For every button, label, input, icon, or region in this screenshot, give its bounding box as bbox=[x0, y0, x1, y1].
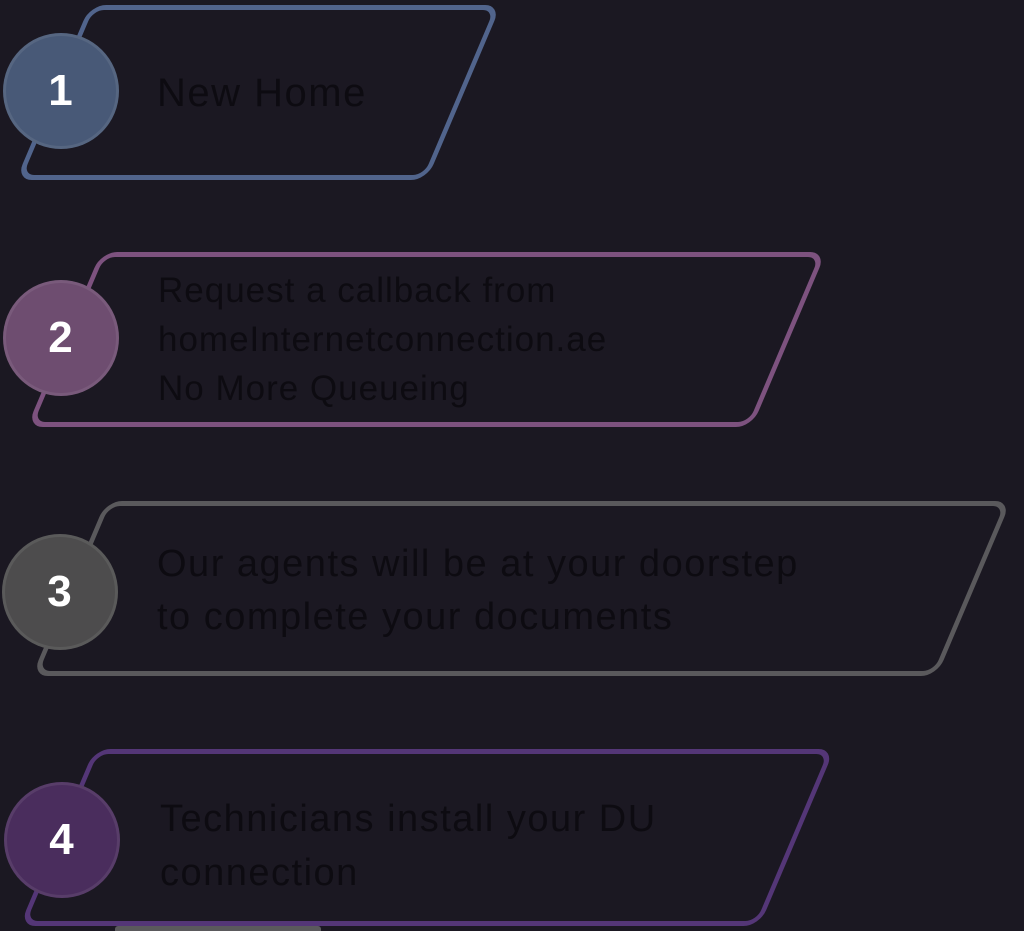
step-2-number-badge: 2 bbox=[3, 280, 119, 396]
step-4-text: Technicians install your DU connection bbox=[160, 792, 657, 900]
step-2-line-3: No More Queueing bbox=[158, 369, 470, 408]
step-3-number: 3 bbox=[47, 567, 73, 616]
bottom-edge-fragment bbox=[115, 926, 321, 931]
step-3-text: Our agents will be at your doorstep to c… bbox=[157, 538, 799, 644]
step-3-line-2: to complete your documents bbox=[157, 596, 674, 638]
step-2-line-2: homeInternetconnection.ae bbox=[158, 320, 608, 359]
step-1-line-1: New Home bbox=[157, 71, 367, 115]
step-1-text: New Home bbox=[157, 68, 367, 118]
step-4-number: 4 bbox=[49, 815, 75, 864]
step-2-line-1: Request a callback from bbox=[158, 271, 557, 310]
step-1-number: 1 bbox=[48, 66, 74, 115]
step-3-line-1: Our agents will be at your doorstep bbox=[157, 543, 799, 585]
step-4-line-2: connection bbox=[160, 852, 359, 894]
step-3-number-badge: 3 bbox=[2, 534, 118, 650]
step-2-text: Request a callback from homeInternetconn… bbox=[158, 266, 607, 413]
step-4-number-badge: 4 bbox=[4, 782, 120, 898]
step-1-number-badge: 1 bbox=[3, 33, 119, 149]
step-4-line-1: Technicians install your DU bbox=[160, 798, 657, 840]
step-2-number: 2 bbox=[48, 313, 74, 362]
